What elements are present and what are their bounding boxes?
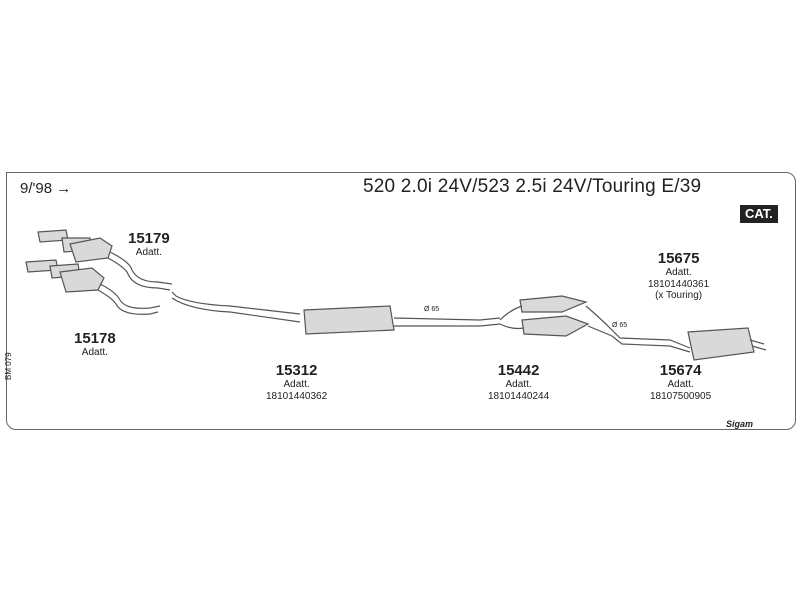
brand-logo: Sigam xyxy=(726,419,754,429)
cat-badge: CAT. xyxy=(740,205,778,223)
front-pipe xyxy=(171,291,301,315)
part-extra: (x Touring) xyxy=(655,290,703,302)
diagram-frame xyxy=(6,172,796,430)
twin-silencer-bottom xyxy=(521,315,590,337)
part-note: Adatt. xyxy=(505,379,532,391)
part-note: Adatt. xyxy=(665,267,692,279)
part-ref: 18101440361 xyxy=(648,278,710,290)
tail-pipe xyxy=(749,339,767,351)
middle-silencer xyxy=(303,305,395,335)
twin-silencer-top xyxy=(519,295,588,313)
part-note: Adatt. xyxy=(667,379,694,391)
part-ref: 18101440362 xyxy=(266,390,328,402)
pipe-upper xyxy=(109,251,173,285)
part-label-15178: 15178 Adatt. xyxy=(74,330,116,359)
rear-silencer xyxy=(687,327,755,361)
part-number: 15442 xyxy=(497,362,540,379)
part-note: Adatt. xyxy=(81,347,108,359)
part-note: Adatt. xyxy=(135,247,162,259)
part-ref: 18107500905 xyxy=(650,390,712,402)
pipe-lower-b xyxy=(97,289,159,315)
part-note: Adatt. xyxy=(283,379,310,391)
part-label-15312: 15312 Adatt. 18101440362 xyxy=(266,362,327,402)
part-ref: 18101440244 xyxy=(488,390,550,402)
twin-pipe xyxy=(499,305,525,330)
part-label-15675: 15675 Adatt. 18101440361 (x Touring) xyxy=(648,250,709,302)
part-number: 15675 xyxy=(657,250,700,267)
pipe-upper-b xyxy=(107,257,171,291)
rear-pipe xyxy=(585,305,691,349)
dimension-label: Ø 65 xyxy=(424,306,440,313)
catalyst-lower xyxy=(59,267,105,293)
part-number: 15674 xyxy=(659,362,702,379)
part-number: 15312 xyxy=(275,362,318,379)
part-label-15442: 15442 Adatt. 18101440244 xyxy=(488,362,549,402)
vehicle-title: 520 2.0i 24V/523 2.5i 24V/Touring E/39 xyxy=(363,176,702,197)
mid-pipe xyxy=(393,317,501,321)
mid-pipe-b xyxy=(394,323,501,327)
part-label-15674: 15674 Adatt. 18107500905 xyxy=(650,362,711,402)
part-label-15179: 15179 Adatt. xyxy=(128,230,170,259)
part-number: 15179 xyxy=(128,230,170,247)
pipe-lower xyxy=(99,283,161,309)
date-range: 9/'98 → xyxy=(20,180,72,197)
rear-pipe-b xyxy=(587,325,691,353)
front-pipe-b xyxy=(171,297,301,323)
dimension-label: Ø 65 xyxy=(612,322,628,329)
part-number: 15178 xyxy=(74,330,116,347)
